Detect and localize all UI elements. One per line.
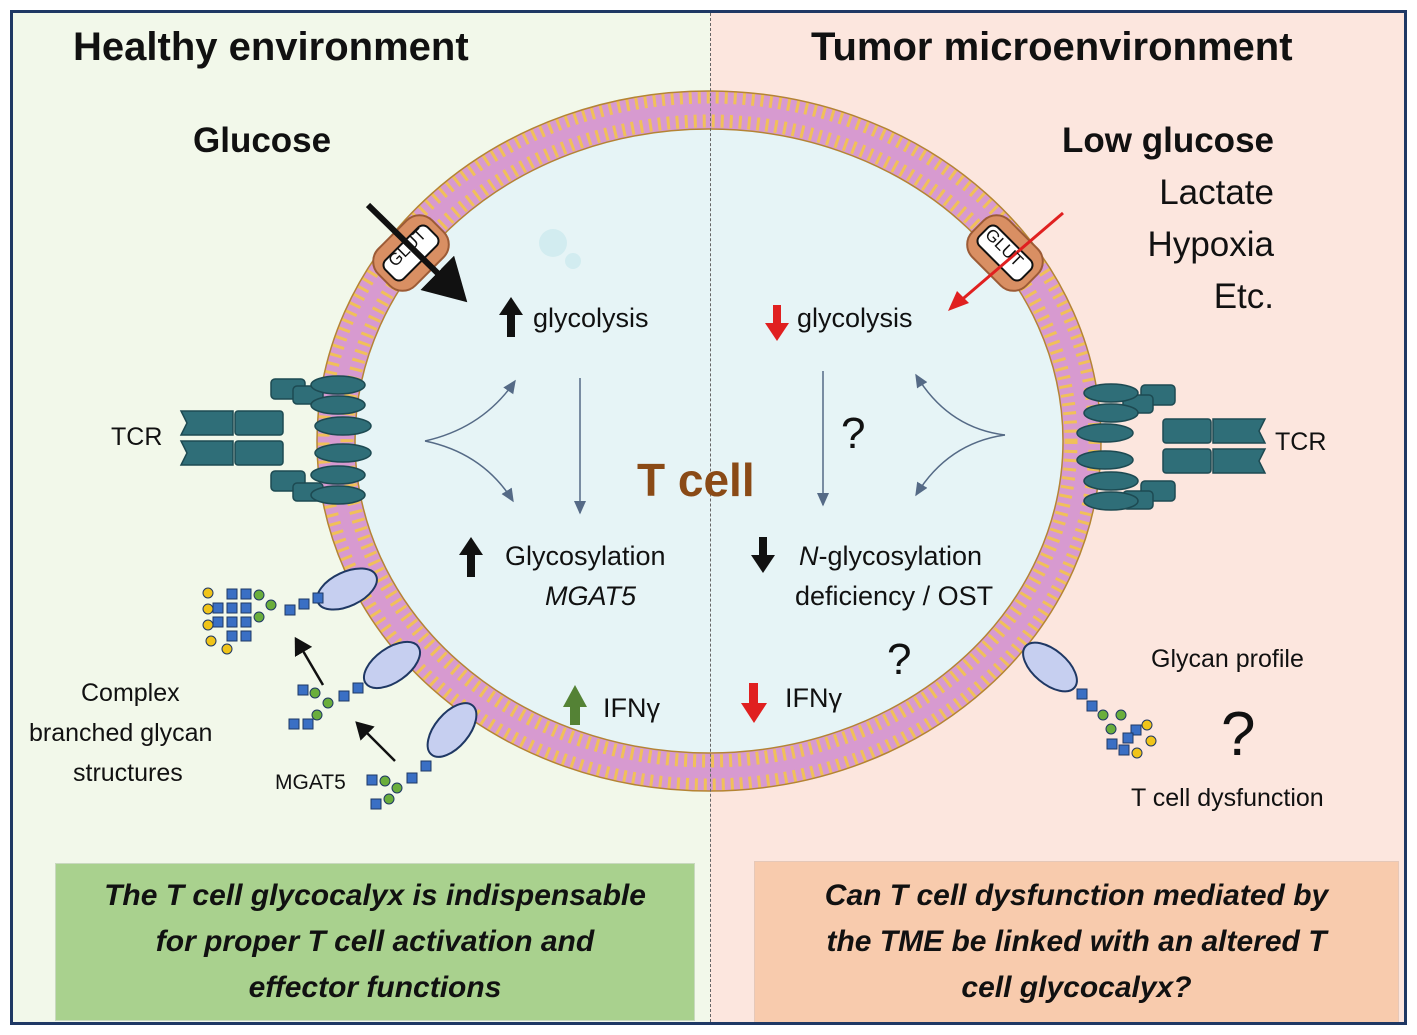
mgat5-arrow-1	[294, 636, 325, 686]
healthy-conclusion-line1: The T cell glycocalyx is indispensable	[104, 879, 646, 912]
ifng-right: IFNγ	[785, 683, 842, 713]
glycolysis-right: glycolysis	[797, 303, 913, 333]
pathway-curve-down-left	[424, 440, 514, 503]
healthy-conclusion-box: The T cell glycocalyx is indispensable f…	[55, 863, 695, 1021]
n-prefix: N	[799, 541, 819, 571]
pathway-curve-down-right	[915, 434, 1006, 497]
glycan-intermediate	[288, 682, 364, 730]
healthy-conclusion-line3: effector functions	[248, 971, 502, 1004]
tumor-question-line2: the TME be linked with an altered T	[826, 925, 1327, 958]
glucose-uptake-arrow	[365, 202, 468, 303]
up-arrow-ifng	[563, 685, 587, 725]
question-mark-pathway: ?	[841, 409, 866, 458]
glut-transporter-left	[372, 214, 450, 292]
tcr-label-left: TCR	[111, 423, 163, 451]
figure-frame: Healthy environment Glucose GLUT TCR gly…	[10, 10, 1407, 1025]
tumor-question-line1: Can T cell dysfunction mediated by	[824, 879, 1329, 912]
tumor-question-line3: cell glycocalyx?	[961, 971, 1192, 1004]
etc-label: Etc.	[1213, 277, 1274, 316]
glycan-simple	[366, 760, 432, 810]
healthy-conclusion-line2: for proper T cell activation and	[155, 925, 595, 958]
glycoprotein-right	[1022, 641, 1078, 693]
reduced-uptake-arrowhead	[948, 291, 969, 311]
up-arrow-glycosylation	[459, 537, 483, 577]
glycoprotein-left-3	[426, 702, 478, 758]
vesicle	[539, 229, 567, 257]
hypoxia-label: Hypoxia	[1147, 225, 1274, 264]
question-mark-ifng: ?	[887, 635, 912, 684]
glycolysis-left: glycolysis	[533, 303, 649, 333]
glycoprotein-left-2	[363, 640, 421, 690]
pathway-curve-up-right	[915, 373, 1006, 436]
question-mark-profile: ?	[1221, 700, 1256, 769]
glycan-caption-2: branched glycan	[29, 719, 213, 747]
glucose-label: Glucose	[193, 121, 332, 160]
n-glycosylation-text: -glycosylation	[818, 541, 983, 571]
t-cell-dysfunction-label: T cell dysfunction	[1131, 784, 1324, 812]
tcr-complex-left	[179, 375, 372, 505]
mgat5-enzyme-label: MGAT5	[275, 771, 346, 794]
reduced-uptake-arrow	[957, 211, 1064, 305]
up-arrow-glycolysis	[499, 297, 523, 337]
glycosylation-left: Glycosylation	[505, 541, 666, 571]
healthy-title: Healthy environment	[73, 25, 469, 69]
t-cell-label: T cell	[637, 454, 755, 506]
panel-divider	[710, 13, 711, 1022]
tumor-question-box: Can T cell dysfunction mediated by the T…	[754, 861, 1399, 1022]
tcr-label-right: TCR	[1275, 428, 1327, 456]
deficiency-ost-label: deficiency / OST	[795, 581, 994, 611]
cell-diagram	[179, 90, 1267, 810]
glycan-tumor	[1076, 688, 1157, 759]
glycan-caption-3: structures	[73, 759, 183, 787]
pathway-curve-up-left	[424, 379, 516, 442]
vesicle	[565, 253, 581, 269]
low-glucose-label: Low glucose	[1062, 121, 1274, 160]
mgat5-gene-label: MGAT5	[545, 581, 637, 611]
glut-transporter-right	[966, 214, 1044, 292]
n-glycosylation-label: N-glycosylation	[799, 541, 982, 572]
ifng-left: IFNγ	[603, 693, 660, 723]
cytoplasm	[354, 128, 1064, 754]
membrane-inner-heads	[340, 114, 1078, 768]
glycan-caption-1: Complex	[81, 679, 180, 707]
down-arrow-ifng	[741, 683, 767, 723]
glycan-profile-label: Glycan profile	[1151, 645, 1304, 673]
mgat5-arrow-2	[355, 721, 396, 762]
lactate-label: Lactate	[1159, 173, 1274, 212]
glycan-complex-branched	[202, 587, 324, 655]
tcr-complex-right	[1076, 383, 1267, 511]
down-arrow-glycosylation	[751, 537, 775, 573]
tumor-title: Tumor microenvironment	[811, 25, 1293, 69]
down-arrow-glycolysis	[765, 305, 789, 341]
